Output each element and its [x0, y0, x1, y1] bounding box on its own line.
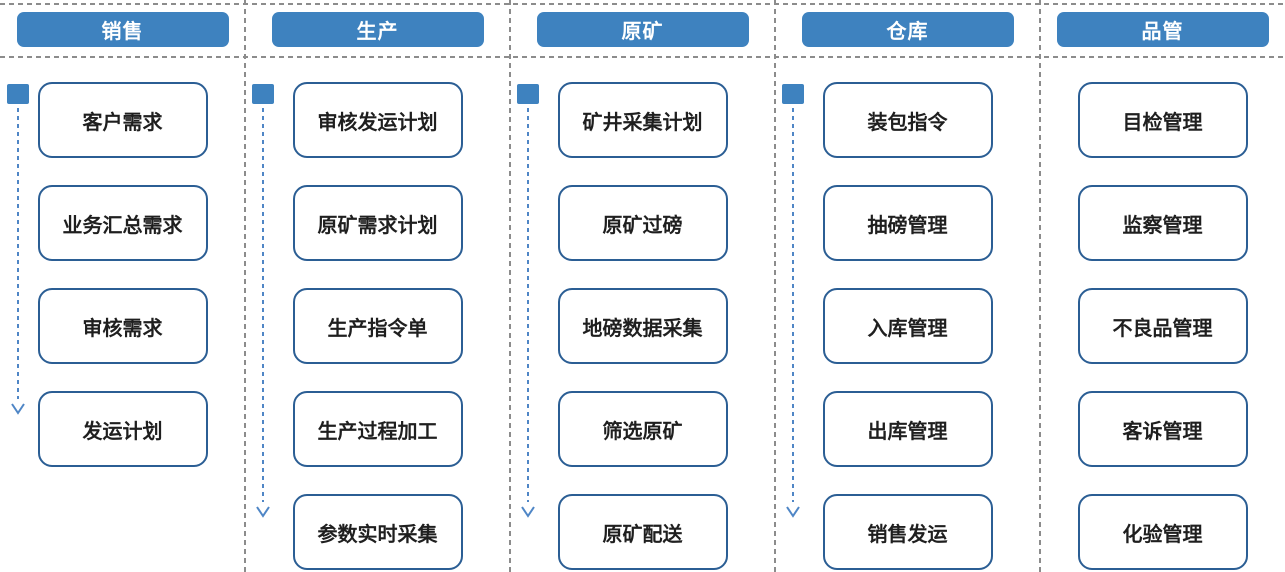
lane-body: 矿井采集计划原矿过磅地磅数据采集筛选原矿原矿配送 — [510, 82, 775, 570]
arrowhead-down-icon — [521, 506, 535, 518]
process-box: 原矿过磅 — [557, 185, 728, 261]
flow-dashed-line — [527, 108, 529, 502]
process-box: 装包指令 — [822, 82, 993, 158]
flow-start-marker — [252, 84, 274, 104]
flow-start-marker — [7, 84, 29, 104]
lane-body: 装包指令抽磅管理入库管理出库管理销售发运 — [775, 82, 1040, 570]
lane-column-3: 原矿矿井采集计划原矿过磅地磅数据采集筛选原矿原矿配送 — [510, 0, 775, 572]
process-box: 目检管理 — [1077, 82, 1248, 158]
lane-header: 销售 — [16, 12, 229, 47]
lane-body: 客户需求业务汇总需求审核需求发运计划 — [0, 82, 245, 467]
process-box: 生产指令单 — [292, 288, 463, 364]
flow-arrow — [782, 84, 808, 518]
lane-column-4: 仓库装包指令抽磅管理入库管理出库管理销售发运 — [775, 0, 1040, 572]
process-box: 出库管理 — [822, 391, 993, 467]
arrowhead-down-icon — [11, 403, 25, 415]
lane-column-5: 品管目检管理监察管理不良品管理客诉管理化验管理 — [1040, 0, 1285, 572]
lane-header: 原矿 — [536, 12, 749, 47]
process-box: 参数实时采集 — [292, 494, 463, 570]
process-box: 原矿需求计划 — [292, 185, 463, 261]
process-box-list: 装包指令抽磅管理入库管理出库管理销售发运 — [775, 82, 1040, 570]
column-separator — [509, 0, 511, 572]
lane-body: 审核发运计划原矿需求计划生产指令单生产过程加工参数实时采集 — [245, 82, 510, 570]
process-box-list: 矿井采集计划原矿过磅地磅数据采集筛选原矿原矿配送 — [510, 82, 775, 570]
process-box: 原矿配送 — [557, 494, 728, 570]
process-box: 抽磅管理 — [822, 185, 993, 261]
lane-column-1: 销售客户需求业务汇总需求审核需求发运计划 — [0, 0, 245, 572]
lane-header: 生产 — [271, 12, 484, 47]
lane-header: 品管 — [1056, 12, 1269, 47]
process-box: 客诉管理 — [1077, 391, 1248, 467]
flow-arrow — [252, 84, 278, 518]
process-box: 发运计划 — [37, 391, 208, 467]
column-separator — [774, 0, 776, 572]
arrowhead-down-icon — [786, 506, 800, 518]
lane-header: 仓库 — [801, 12, 1014, 47]
flow-start-marker — [782, 84, 804, 104]
flow-arrow — [7, 84, 33, 415]
column-separator — [1039, 0, 1041, 572]
process-box-list: 目检管理监察管理不良品管理客诉管理化验管理 — [1040, 82, 1285, 570]
process-box: 地磅数据采集 — [557, 288, 728, 364]
process-box: 不良品管理 — [1077, 288, 1248, 364]
lane-body: 目检管理监察管理不良品管理客诉管理化验管理 — [1040, 82, 1285, 570]
process-box: 生产过程加工 — [292, 391, 463, 467]
process-box: 客户需求 — [37, 82, 208, 158]
flow-dashed-line — [262, 108, 264, 502]
process-box: 入库管理 — [822, 288, 993, 364]
process-box: 审核发运计划 — [292, 82, 463, 158]
process-box: 矿井采集计划 — [557, 82, 728, 158]
top-dashed-divider — [0, 3, 1285, 5]
flow-start-marker — [517, 84, 539, 104]
process-box: 筛选原矿 — [557, 391, 728, 467]
lane-column-2: 生产审核发运计划原矿需求计划生产指令单生产过程加工参数实时采集 — [245, 0, 510, 572]
arrowhead-down-icon — [256, 506, 270, 518]
process-box-list: 客户需求业务汇总需求审核需求发运计划 — [0, 82, 245, 467]
process-box: 销售发运 — [822, 494, 993, 570]
header-dashed-divider — [0, 56, 1285, 58]
flow-arrow — [517, 84, 543, 518]
process-box-list: 审核发运计划原矿需求计划生产指令单生产过程加工参数实时采集 — [245, 82, 510, 570]
process-box: 审核需求 — [37, 288, 208, 364]
process-box: 业务汇总需求 — [37, 185, 208, 261]
process-box: 化验管理 — [1077, 494, 1248, 570]
process-box: 监察管理 — [1077, 185, 1248, 261]
flow-dashed-line — [792, 108, 794, 502]
column-separator — [244, 0, 246, 572]
flow-dashed-line — [17, 108, 19, 399]
